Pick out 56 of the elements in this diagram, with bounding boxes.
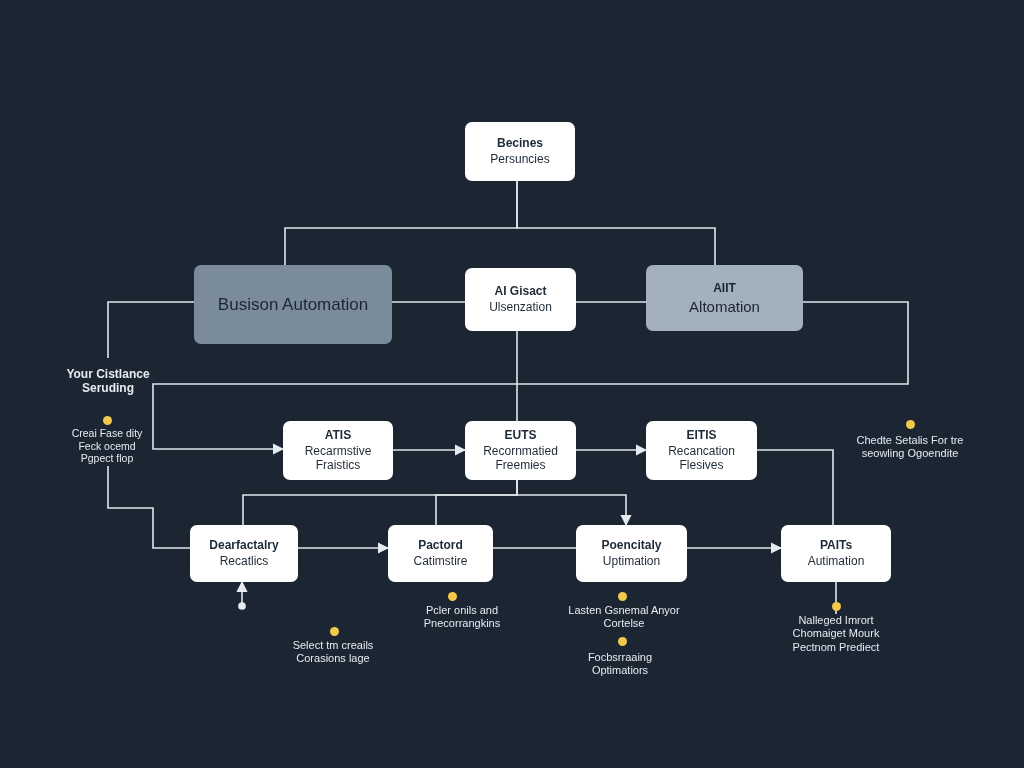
box-title: Busison Automation bbox=[217, 293, 369, 316]
box-title: Dearfactalry bbox=[209, 538, 279, 554]
box-title: Poencitaly bbox=[601, 538, 662, 554]
connector-line bbox=[756, 449, 834, 526]
arrow bbox=[152, 301, 909, 455]
process-box bbox=[283, 421, 393, 480]
process-box bbox=[465, 122, 575, 181]
arrow bbox=[392, 444, 467, 456]
box-title: AI Gisact bbox=[494, 284, 547, 300]
process-box bbox=[388, 525, 493, 582]
box-subtitle: Recornmatied Freemies bbox=[482, 445, 559, 473]
process-box bbox=[465, 421, 576, 480]
box-subtitle: Recatlics bbox=[219, 555, 269, 569]
box-subtitle: Altomation bbox=[689, 297, 760, 316]
note-text: Focbsrraaing Optimatiors bbox=[586, 651, 654, 677]
connector-line bbox=[107, 301, 195, 359]
box-subtitle: Recancation Flesives bbox=[667, 445, 736, 473]
process-box bbox=[781, 525, 891, 582]
box-subtitle: Persuncies bbox=[490, 153, 550, 167]
process-box bbox=[465, 268, 576, 331]
connector-line bbox=[516, 330, 518, 422]
box-title: AIIT bbox=[713, 280, 736, 296]
box-subtitle: Uptimation bbox=[602, 555, 661, 569]
box-subtitle: Catimstire bbox=[413, 555, 468, 569]
process-box bbox=[576, 525, 687, 582]
box-title: EITIS bbox=[686, 428, 717, 444]
arrow bbox=[686, 542, 783, 554]
arrow bbox=[575, 444, 648, 456]
box-subtitle: Autimation bbox=[807, 555, 865, 569]
connector-line bbox=[516, 180, 716, 266]
box-title: Pactord bbox=[418, 538, 463, 554]
box-subtitle: Ulsenzation bbox=[489, 301, 552, 315]
process-box bbox=[190, 525, 298, 582]
note-text: Lasten Gsnemal Anyor Cortelse bbox=[567, 604, 681, 630]
arrow bbox=[297, 542, 390, 554]
note-text: Chedte Setalis For tre seowling Ogoendite bbox=[855, 434, 965, 460]
connector-line bbox=[835, 581, 837, 615]
connector-line bbox=[391, 301, 466, 303]
box-title: PAITs bbox=[819, 538, 853, 554]
box-title: EUTS bbox=[504, 428, 537, 444]
process-box bbox=[194, 265, 392, 344]
annotation-text: Creai Fase dity Feck ocemd Pgpect flop bbox=[70, 427, 144, 465]
note-text: Select tm creails Corasions lage bbox=[291, 639, 375, 665]
annotation-text: Nalleged Imrort Chomaiget Mourk Pectnom Prediect bbox=[791, 614, 881, 654]
box-title: ATIS bbox=[324, 428, 352, 444]
box-title: Becines bbox=[497, 136, 543, 152]
process-box bbox=[646, 265, 803, 331]
box-subtitle: Recarmstive Fraistics bbox=[303, 445, 373, 473]
connector-line bbox=[492, 547, 577, 549]
connector-line bbox=[435, 479, 518, 526]
arrow bbox=[236, 580, 248, 610]
connector-line bbox=[107, 465, 191, 549]
connector-line bbox=[575, 301, 647, 303]
annotation-text: Your Cistlance Seruding bbox=[65, 366, 151, 396]
note-text: Pcler onils and Pnecorrangkins bbox=[422, 604, 502, 630]
process-box bbox=[646, 421, 757, 480]
